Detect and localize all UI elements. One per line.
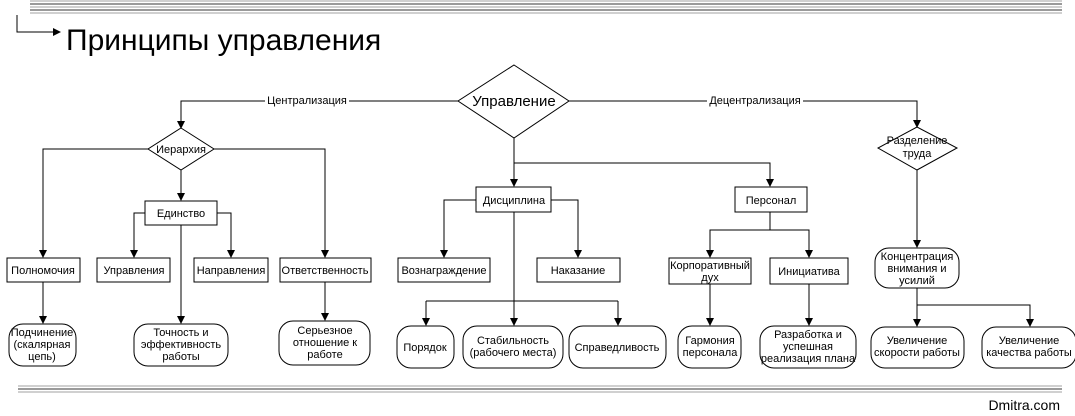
node-stabilnost: Стабильность (рабочего места) (462, 325, 564, 369)
svg-text:Увеличение: Увеличение (999, 335, 1060, 347)
edge-hierarchy-polnomochiya (39, 148, 148, 258)
edge-upravlenie-personal (514, 162, 774, 187)
svg-text:Управления: Управления (104, 265, 165, 277)
svg-text:персонала: персонала (683, 347, 739, 359)
svg-text:Концентрация: Концентрация (881, 251, 954, 263)
svg-text:Дисциплина: Дисциплина (483, 195, 546, 207)
edge-distsiplina-voznagrazhdenie (440, 199, 476, 258)
svg-text:Увеличение: Увеличение (887, 335, 948, 347)
svg-text:Корпоративный: Корпоративный (670, 260, 750, 272)
node-poryadok: Порядок (396, 325, 455, 369)
edge-labels: Централизация Децентрализация (265, 93, 803, 107)
node-garmoniya: Гармония персонала (677, 325, 742, 369)
edge-distsiplina-nakazanie (551, 199, 582, 258)
svg-text:труда: труда (903, 148, 933, 160)
svg-text:Направления: Направления (197, 265, 266, 277)
svg-text:Наказание: Наказание (551, 265, 606, 277)
edge-label-centralization: Централизация (267, 95, 347, 107)
edge-edinstvo-upravleniya (130, 212, 145, 258)
node-otvetstvennost: Ответственность (279, 257, 372, 283)
page-title: Принципы управления (66, 24, 381, 57)
node-initsiativa: Инициатива (769, 257, 849, 285)
svg-text:Полномочия: Полномочия (11, 265, 75, 277)
edge-label-decentralization: Децентрализация (709, 95, 800, 107)
svg-text:скорости работы: скорости работы (874, 347, 960, 359)
node-kachestvo: Увеличение качества работы (981, 326, 1075, 369)
node-kontsentratsiya: Концентрация внимания и усилий (874, 247, 960, 289)
svg-text:работе: работе (307, 349, 342, 361)
footer-brand: Dmitra.com (988, 397, 1060, 413)
node-edinstvo: Единство (144, 200, 218, 226)
node-korporativnyi: Корпоративный дух (668, 257, 752, 285)
node-upravlenie: Управление (457, 64, 570, 139)
node-polnomochiya: Полномочия (6, 257, 81, 283)
node-tochnost: Точность и эффективность работы (133, 323, 229, 367)
svg-text:Ответственность: Ответственность (282, 265, 369, 277)
node-personal: Персонал (734, 186, 808, 213)
node-skorost: Увеличение скорости работы (870, 326, 965, 369)
edges (39, 100, 1034, 327)
node-seryeznoe: Серьезное отношение к работе (278, 320, 371, 366)
edge-kontsentratsiya-split (916, 288, 1034, 327)
svg-text:Разработка и: Разработка и (774, 329, 842, 341)
svg-text:Гармония: Гармония (685, 335, 734, 347)
node-razdelenie: Разделение труда (876, 126, 959, 171)
svg-text:Подчинение: Подчинение (11, 327, 74, 339)
svg-text:Управление: Управление (472, 93, 555, 110)
node-distsiplina: Дисциплина (475, 186, 552, 213)
node-nakazanie: Наказание (536, 257, 621, 283)
edge-personal-initsiativa (770, 229, 813, 258)
svg-text:Точность и: Точность и (153, 327, 208, 339)
svg-text:качества работы: качества работы (986, 347, 1072, 359)
svg-text:успешная: успешная (783, 341, 833, 353)
node-voznagrazhdenie: Вознаграждение (397, 257, 491, 283)
edge-centralization (177, 100, 458, 129)
svg-text:Порядок: Порядок (403, 342, 447, 354)
node-upravleniya: Управления (96, 257, 171, 283)
edge-hierarchy-otvetstvennost (214, 148, 329, 258)
svg-text:Справедливость: Справедливость (575, 342, 660, 354)
svg-text:Единство: Единство (157, 208, 205, 220)
svg-text:Стабильность: Стабильность (477, 335, 549, 347)
svg-text:Вознаграждение: Вознаграждение (401, 265, 486, 277)
edge-personal-split (706, 212, 771, 258)
svg-text:Инициатива: Инициатива (778, 266, 840, 278)
svg-text:(скалярная: (скалярная (14, 339, 71, 351)
node-razrabotka: Разработка и успешная реализация плана (759, 325, 857, 369)
edge-decentralization (569, 100, 921, 128)
node-ierarkhiya: Иерархия (147, 127, 215, 171)
svg-text:реализация плана: реализация плана (761, 353, 856, 365)
svg-text:Персонал: Персонал (746, 195, 797, 207)
svg-text:эффективность: эффективность (141, 339, 222, 351)
top-stripes (30, 0, 1062, 14)
svg-text:отношение к: отношение к (293, 337, 357, 349)
edge-edinstvo-napravleniya (217, 212, 235, 258)
svg-text:Иерархия: Иерархия (156, 144, 206, 156)
title-connector (16, 15, 61, 36)
svg-text:внимания и: внимания и (887, 263, 946, 275)
svg-text:работы: работы (162, 351, 199, 363)
svg-text:(рабочего места): (рабочего места) (470, 347, 557, 359)
svg-text:усилий: усилий (899, 275, 935, 287)
svg-text:дух: дух (701, 272, 719, 284)
svg-text:Разделение: Разделение (887, 135, 948, 147)
node-podchinenie: Подчинение (скалярная цепь) (8, 323, 77, 367)
svg-text:цепь): цепь) (28, 351, 56, 363)
bottom-stripes (18, 385, 1062, 393)
node-spravedlivost: Справедливость (568, 325, 667, 369)
node-napravleniya: Направления (193, 257, 269, 283)
svg-text:Серьезное: Серьезное (297, 325, 352, 337)
